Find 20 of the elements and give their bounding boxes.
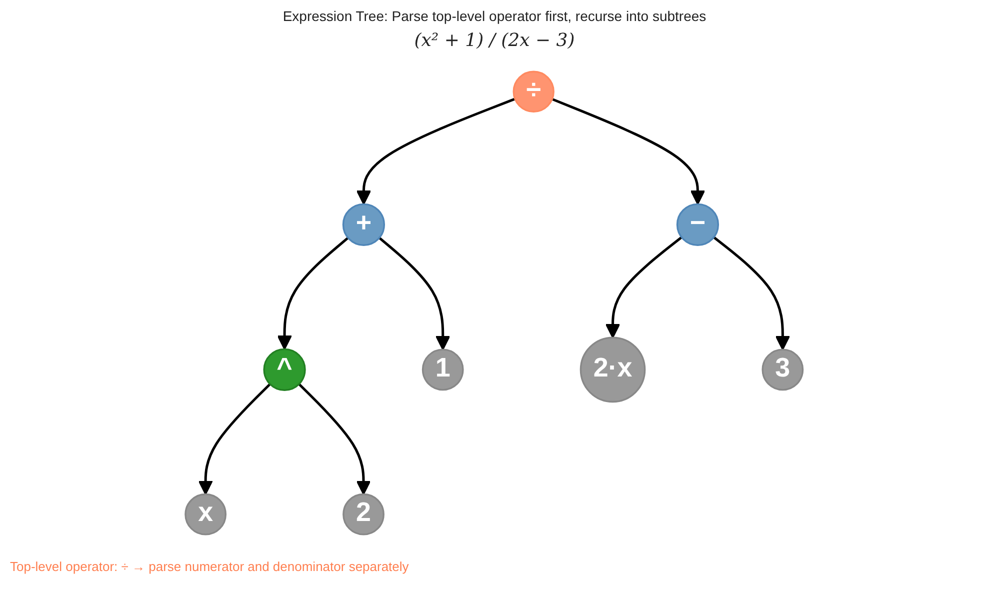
node-circle: − <box>676 203 720 246</box>
arrow <box>356 98 516 205</box>
arrow <box>606 236 683 338</box>
node-circle: ^ <box>264 348 306 391</box>
node-circle: 2 <box>342 493 385 536</box>
formula: (x² + 1) / (2x − 3) <box>413 30 576 51</box>
node-circle: x <box>185 493 227 536</box>
arrow <box>298 383 372 495</box>
arrow <box>552 98 706 205</box>
node-circle: ÷ <box>513 70 555 112</box>
node-circle: 3 <box>762 348 804 391</box>
note: Top-level operator: ÷ → parse numerator and denominator separately <box>10 559 409 574</box>
arrow <box>713 236 790 350</box>
node-circle: 1 <box>422 348 464 391</box>
node-circle: 2·x <box>580 336 646 403</box>
node-circle: + <box>342 203 386 246</box>
arrow <box>378 236 451 350</box>
arrow <box>198 383 272 495</box>
arrow <box>278 236 350 350</box>
title: Expression Tree: Parse top-level operator first, recurse into subtrees <box>282 8 708 24</box>
